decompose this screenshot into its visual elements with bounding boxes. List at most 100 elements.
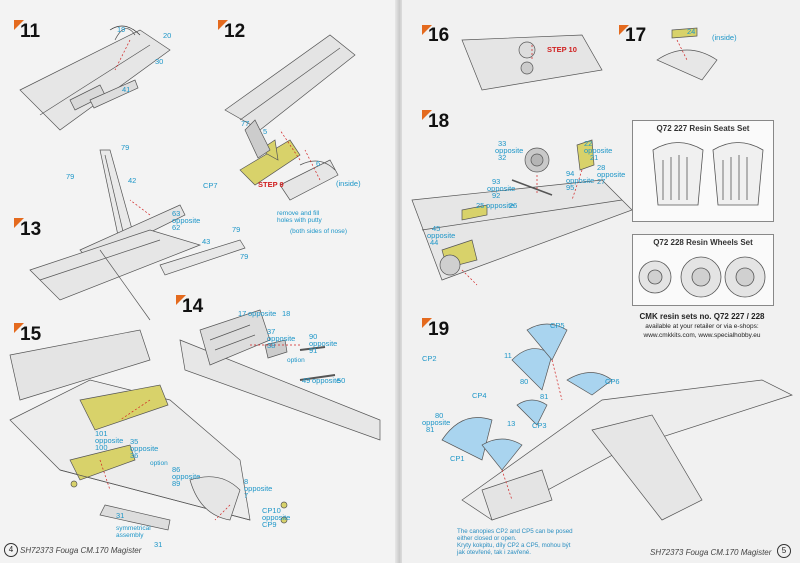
page-number: 4 xyxy=(4,543,18,557)
part-label: 32 xyxy=(498,153,507,162)
part-label: 93 xyxy=(492,177,501,186)
canopy-note-en-1: The canopies CP2 and CP5 can be posed xyxy=(457,528,573,535)
part-label: 41 xyxy=(122,85,131,94)
part-label: CP10 xyxy=(262,506,281,515)
part-label: CP6 xyxy=(605,377,620,386)
part-label: 43 xyxy=(202,237,211,246)
part-label: 79 xyxy=(121,143,130,152)
part-label: (inside) xyxy=(336,179,361,188)
page-number: 5 xyxy=(777,544,791,558)
page-footer: SH72373 Fouga CM.170 Magister xyxy=(20,546,142,555)
part-label: opposite xyxy=(427,231,456,240)
part-label: 17 xyxy=(238,309,247,318)
page-gutter xyxy=(395,0,405,563)
part-label: 77 xyxy=(241,119,250,128)
part-label: CP5 xyxy=(550,321,565,330)
part-label: 36 xyxy=(130,451,139,460)
part-label: opposite xyxy=(172,216,201,225)
part-label: 81 xyxy=(426,425,435,434)
resin-seats-box: Q72 227 Resin Seats Set xyxy=(632,120,774,222)
part-label: 80 xyxy=(520,377,529,386)
part-label: 49 xyxy=(302,376,311,385)
part-label: 31 xyxy=(154,540,163,549)
page-footer: SH72373 Fouga CM.170 Magister xyxy=(650,548,772,557)
resin-seats-title: Q72 227 Resin Seats Set xyxy=(656,124,750,133)
step-corner-mark xyxy=(176,295,186,305)
right-page: 16 17 18 19 STEP 10 24 (inside) 33 oppos… xyxy=(402,0,800,563)
part-label: opposite xyxy=(172,472,201,481)
part-label: 27 xyxy=(597,177,606,186)
website-links[interactable]: www.cmkkits.com, www.specialhobby.eu xyxy=(643,332,761,339)
step-corner-mark xyxy=(422,318,432,328)
part-label: 13 xyxy=(507,419,516,428)
part-label: 6 xyxy=(316,159,321,168)
part-label: 89 xyxy=(172,479,181,488)
option-label: option xyxy=(287,357,305,364)
part-label: (inside) xyxy=(712,33,737,42)
note-text: (both sides of nose) xyxy=(290,228,348,235)
part-label: opposite xyxy=(312,376,341,385)
part-label: CP3 xyxy=(532,421,547,430)
canopy-note-cz-1: Kryty kokpitu, díly CP2 a CP5, mohou být xyxy=(457,542,571,549)
part-label: 5 xyxy=(263,127,268,136)
part-label: opposite xyxy=(267,334,296,343)
part-label: 31 xyxy=(116,511,125,520)
part-label: 42 xyxy=(128,176,137,185)
part-label: 101 xyxy=(95,429,108,438)
part-label: opposite xyxy=(262,513,291,522)
part-label: 21 xyxy=(590,153,599,162)
availability-line: available at your retailer or via e-shop… xyxy=(645,323,759,330)
part-label: opposite xyxy=(244,484,273,493)
part-label: opposite xyxy=(248,309,277,318)
resin-wheels-box: Q72 228 Resin Wheels Set xyxy=(632,234,774,306)
part-label: 62 xyxy=(172,223,181,232)
step-corner-mark xyxy=(218,20,228,30)
note-text: remove and fill xyxy=(277,210,320,217)
left-page-drawings xyxy=(9,25,381,531)
part-label: 38 xyxy=(267,341,276,350)
note-text: assembly xyxy=(116,532,144,539)
part-label: 92 xyxy=(492,191,501,200)
part-label: 90 xyxy=(309,332,318,341)
part-label: 45 xyxy=(432,224,441,233)
step-number: 11 xyxy=(20,21,41,42)
part-label: 35 xyxy=(130,437,139,446)
part-label: opposite xyxy=(422,418,451,427)
part-label: 26 xyxy=(509,201,518,210)
part-label: opposite xyxy=(597,170,626,179)
part-label: 20 xyxy=(163,31,172,40)
step-corner-mark xyxy=(422,25,432,35)
part-label: 33 xyxy=(498,139,507,148)
part-label: 50 xyxy=(337,376,346,385)
part-label: 7 xyxy=(244,491,249,500)
part-label: opposite xyxy=(309,339,338,348)
part-label: 79 xyxy=(232,225,241,234)
step-corner-mark xyxy=(14,20,24,30)
step-number: 16 xyxy=(428,25,450,46)
wheel-drawings xyxy=(638,256,766,298)
step-reference: STEP 9 xyxy=(258,180,284,189)
step-number: 12 xyxy=(224,21,246,42)
part-label: 25 xyxy=(476,201,485,210)
part-label: 91 xyxy=(309,346,318,355)
canopy-note-en-2: either closed or open. xyxy=(457,535,517,542)
left-page: 11 12 13 14 15 19 20 30 41 77 5 CP7 6 (i… xyxy=(0,0,398,563)
note-text: symmetrical xyxy=(116,525,151,532)
step-number: 17 xyxy=(625,25,647,46)
canopy-note-cz-2: jak otevřené, tak i zavřené. xyxy=(457,549,531,556)
part-label: opposite xyxy=(566,176,595,185)
part-label: 86 xyxy=(172,465,181,474)
step-corner-mark xyxy=(14,218,24,228)
part-label: 81 xyxy=(540,392,549,401)
part-label: 11 xyxy=(504,351,512,360)
step-reference: STEP 10 xyxy=(547,45,577,54)
step-number: 18 xyxy=(428,111,450,132)
right-page-drawings xyxy=(411,27,793,521)
part-label: CP1 xyxy=(450,454,465,463)
part-label: 37 xyxy=(267,327,276,336)
part-label: 44 xyxy=(430,238,439,247)
part-label: 28 xyxy=(597,163,606,172)
part-label: 63 xyxy=(172,209,181,218)
part-label: opposite xyxy=(487,184,516,193)
